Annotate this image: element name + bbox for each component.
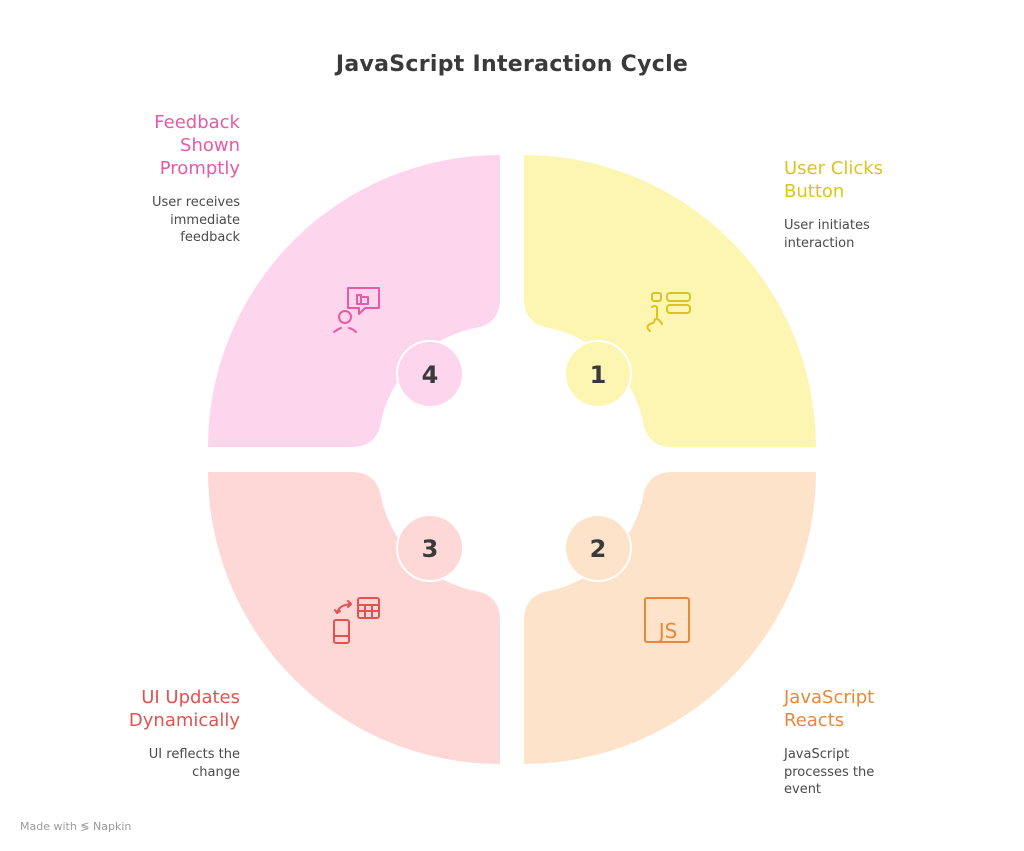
step-1-desc-line: interaction: [784, 235, 855, 251]
step-2-desc-line: event: [784, 782, 822, 797]
step-4-title-line: Promptly: [159, 158, 240, 179]
svg-text:4: 4: [422, 361, 439, 389]
step-2-title-line: JavaScript: [784, 687, 875, 708]
step-3-desc-line: UI reflects the: [148, 747, 240, 762]
hand-tap-list-icon: [646, 292, 691, 332]
js-icon: JS: [644, 597, 690, 643]
step-4-title-line: Shown: [180, 135, 240, 156]
napkin-logo-icon: ≶: [80, 820, 90, 833]
step-3-title-line: Dynamically: [128, 710, 240, 731]
step-3-desc-line: change: [192, 764, 240, 780]
step-4-title-line: Feedback: [154, 112, 240, 133]
diagram-title: JavaScript Interaction Cycle: [335, 52, 689, 77]
step-3-description: UI reflects the change: [40, 746, 240, 781]
step-1-title: User Clicks Button: [784, 157, 984, 203]
napkin-brand: Napkin: [93, 820, 132, 833]
svg-text:JS: JS: [657, 619, 678, 643]
step-1-description: User initiates interaction: [784, 217, 984, 252]
step-4-text: Feedback Shown Promptly User receives im…: [40, 111, 240, 247]
step-1-title-line: User Clicks: [784, 158, 884, 179]
step-4-desc-line: immediate: [170, 212, 240, 228]
step-4-description: User receives immediate feedback: [40, 194, 240, 247]
svg-text:2: 2: [590, 535, 607, 563]
step-4-desc-line: User receives: [151, 195, 240, 210]
step-2-title-line: Reacts: [784, 710, 845, 731]
step-1-text: User Clicks Button User initiates intera…: [784, 157, 984, 252]
badge-step-3: 3: [396, 514, 464, 582]
step-3-title: UI Updates Dynamically: [40, 686, 240, 732]
badge-step-1: 1: [564, 340, 632, 408]
badge-step-4: 4: [396, 340, 464, 408]
quadrant-step-3: [208, 472, 500, 764]
step-4-title: Feedback Shown Promptly: [40, 111, 240, 180]
step-2-title: JavaScript Reacts: [784, 686, 984, 732]
made-with-label: Made with: [20, 820, 77, 833]
step-3-title-line: UI Updates: [141, 687, 240, 708]
quadrant-step-2: [524, 472, 816, 764]
step-3-text: UI Updates Dynamically UI reflects the c…: [40, 686, 240, 781]
step-2-desc-line: JavaScript: [784, 747, 850, 762]
user-feedback-icon: [333, 287, 380, 333]
svg-text:3: 3: [422, 535, 439, 563]
badge-step-2: 2: [564, 514, 632, 582]
svg-text:1: 1: [590, 361, 607, 389]
step-4-desc-line: feedback: [180, 230, 240, 245]
made-with-napkin: Made with ≶ Napkin: [20, 820, 131, 833]
step-2-description: JavaScript processes the event: [784, 746, 984, 799]
device-sync-icon: [333, 597, 380, 644]
step-2-text: JavaScript Reacts JavaScript processes t…: [784, 686, 984, 799]
quadrant-step-4: [208, 155, 500, 447]
step-1-desc-line: User initiates: [784, 218, 870, 233]
step-1-title-line: Button: [784, 181, 845, 202]
step-2-desc-line: processes the: [784, 764, 875, 780]
